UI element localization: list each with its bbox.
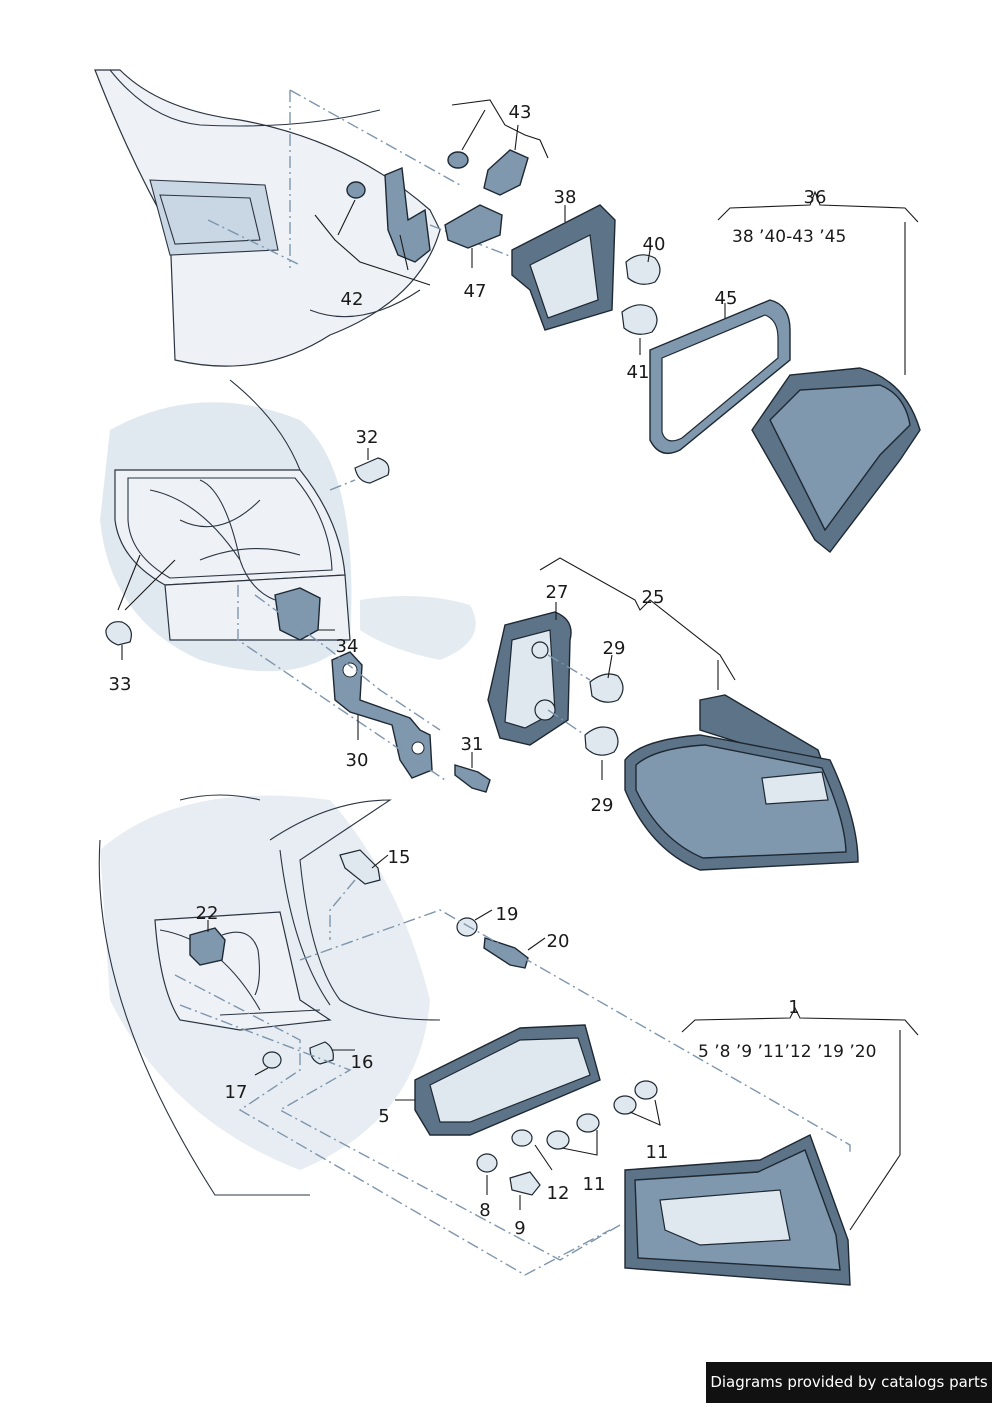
- callout-43: 43: [509, 102, 532, 123]
- leader-29a: [607, 654, 613, 679]
- leader-11b: [561, 1130, 598, 1156]
- part-47-connector: [444, 204, 503, 249]
- part-11-bulb-c: [576, 1113, 600, 1133]
- part-41-bulb: [621, 304, 658, 335]
- leader-40: [647, 249, 651, 263]
- callout-33: 33: [109, 674, 132, 695]
- group-36-contents: 38 ’40-43 ’45: [732, 227, 846, 247]
- group-1-contents: 5 ’8 ’9 ’11’12 ’19 ’20: [698, 1042, 876, 1062]
- part-40-bulb: [625, 254, 661, 285]
- part-5-bulb-holder: [414, 1024, 601, 1136]
- dashline-mid-1: [329, 479, 356, 491]
- part-32-grommet: [354, 457, 390, 484]
- leader-42: [314, 199, 431, 286]
- part-31-screw: [454, 764, 491, 793]
- callout-19: 19: [496, 904, 519, 925]
- bracket-1: [681, 1006, 919, 1231]
- part-45-gasket: [649, 299, 791, 454]
- part-38-bulb-holder: [511, 204, 616, 331]
- part-20-bolt: [483, 937, 529, 969]
- part-30-bracket: [331, 651, 433, 779]
- part-27-bulb-holder: [487, 611, 572, 746]
- callout-16: 16: [351, 1052, 374, 1073]
- callout-41: 41: [627, 362, 650, 383]
- callout-27: 27: [546, 582, 569, 603]
- callout-9: 9: [514, 1218, 525, 1239]
- callout-45: 45: [715, 288, 738, 309]
- part-11-bulb-d: [546, 1130, 570, 1150]
- callout-31: 31: [461, 734, 484, 755]
- part-25-rear-lamp: [624, 694, 859, 871]
- dashline-bot-2: [299, 909, 851, 1155]
- part-42-bracket: [346, 167, 431, 263]
- callout-32: 32: [356, 427, 379, 448]
- leader-11a: [629, 1099, 661, 1126]
- dashline-top-3: [207, 219, 301, 266]
- bracket-25: [539, 557, 736, 690]
- dashline-bot-4: [179, 1004, 621, 1261]
- callout-15: 15: [388, 847, 411, 868]
- rear-body-panel-top: [94, 69, 441, 367]
- leader-15: [371, 854, 389, 869]
- callout-1: 1: [788, 997, 799, 1018]
- bracket-36: [717, 190, 919, 375]
- part-8-bulb: [476, 1153, 498, 1173]
- leader-33: [117, 554, 176, 660]
- callout-40: 40: [643, 234, 666, 255]
- callout-8: 8: [479, 1200, 490, 1221]
- part-34-connector: [199, 479, 321, 641]
- dashline-mid-4: [547, 654, 591, 736]
- part-29-bulb-top: [589, 673, 624, 703]
- dashline-bot-3: [174, 974, 611, 1276]
- callout-11-right: 11: [646, 1142, 669, 1163]
- part-11-bulb-a: [634, 1080, 658, 1100]
- part-36-lamp-housing: [751, 367, 921, 553]
- callout-38: 38: [554, 187, 577, 208]
- dashline-mid-2: [237, 585, 446, 781]
- part-29-bulb-bottom: [584, 726, 619, 756]
- dashline-top-2: [289, 89, 461, 186]
- part-1-rear-lamp: [624, 1134, 851, 1286]
- callout-25: 25: [642, 587, 665, 608]
- part-11-bulb-b: [613, 1095, 637, 1115]
- leader-19: [474, 909, 493, 921]
- callout-30: 30: [346, 750, 369, 771]
- callout-47: 47: [464, 281, 487, 302]
- callout-12: 12: [547, 1183, 570, 1204]
- leader-43: [451, 99, 549, 159]
- callout-11-left: 11: [583, 1174, 606, 1195]
- part-15-screw: [339, 849, 381, 885]
- credit-banner: Diagrams provided by catalogs parts: [706, 1362, 992, 1403]
- callout-22: 22: [196, 903, 219, 924]
- callout-29-bottom: 29: [591, 795, 614, 816]
- part-19-nut: [456, 917, 478, 937]
- callout-5: 5: [378, 1106, 389, 1127]
- leader-17: [254, 1067, 269, 1076]
- part-12-bulb: [511, 1129, 533, 1147]
- callout-17: 17: [225, 1082, 248, 1103]
- dashline-bot-1: [329, 879, 356, 940]
- part-43-nut-connector: [447, 149, 529, 196]
- leader-20: [527, 937, 546, 951]
- callout-20: 20: [547, 931, 570, 952]
- part-9-bulb: [509, 1171, 541, 1196]
- callout-36: 36: [804, 187, 827, 208]
- callout-29-top: 29: [603, 638, 626, 659]
- part-22-connector: [189, 927, 261, 996]
- leader-12: [534, 1144, 553, 1171]
- part-33-clip: [105, 621, 132, 646]
- part-17-nut: [262, 1051, 282, 1069]
- callout-34: 34: [336, 636, 359, 657]
- callout-42: 42: [341, 289, 364, 310]
- dashline-mid-3: [254, 594, 441, 731]
